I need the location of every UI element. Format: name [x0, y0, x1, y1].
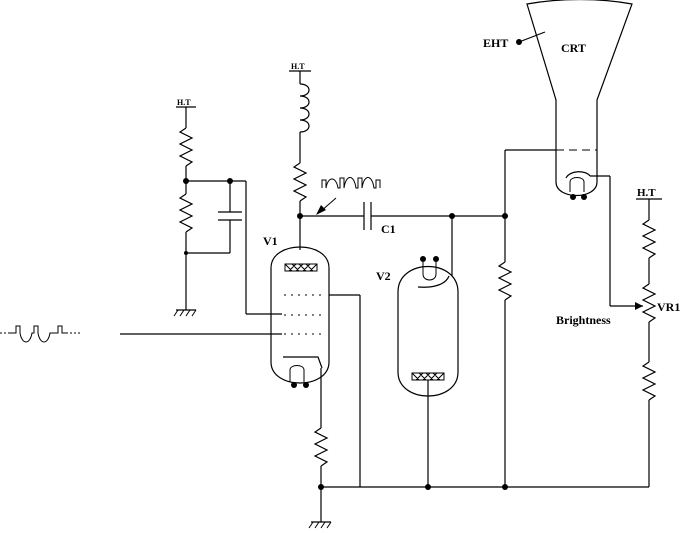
- vr1-label: VR1: [657, 300, 680, 314]
- resistor-right-top: [641, 219, 657, 259]
- crt-label: CRT: [561, 41, 586, 55]
- bias-divider: H.T: [173, 98, 282, 317]
- input-waveform: [0, 325, 80, 343]
- valve-v1: V1: [263, 234, 360, 388]
- capacitor-c1: C1: [300, 202, 508, 236]
- inductor: [299, 83, 310, 133]
- eht-lead: [518, 31, 546, 43]
- crt-grid-network: [497, 149, 556, 490]
- ground-symbol-left: [173, 309, 197, 317]
- anode-v1: [284, 263, 318, 272]
- cathode-resistor: [308, 368, 332, 529]
- v1-label: V1: [263, 234, 278, 248]
- ground-symbol-bottom: [308, 521, 332, 529]
- resistor-bottom-left: [178, 193, 194, 233]
- brightness-label: Brightness: [556, 313, 611, 327]
- output-waveform: [316, 177, 381, 215]
- ht-label-center: H.T: [291, 62, 305, 71]
- eht-label: EHT: [483, 36, 508, 50]
- potentiometer-vr1: [641, 283, 657, 323]
- crt-tube: CRT EHT: [483, 0, 643, 310]
- ht-label-right: H.T: [637, 187, 656, 199]
- v2-label: V2: [376, 269, 391, 283]
- valve-v2: V2: [376, 216, 459, 490]
- brightness-network: H.T VR1 Brightness: [556, 187, 680, 487]
- ht-label-left: H.T: [177, 98, 191, 107]
- resistor-top-left: [178, 127, 194, 167]
- resistor-plate: [292, 162, 308, 202]
- resistor-right-bottom: [641, 361, 657, 401]
- c1-label: C1: [381, 222, 396, 236]
- v1-plate-load: H.T: [289, 62, 311, 250]
